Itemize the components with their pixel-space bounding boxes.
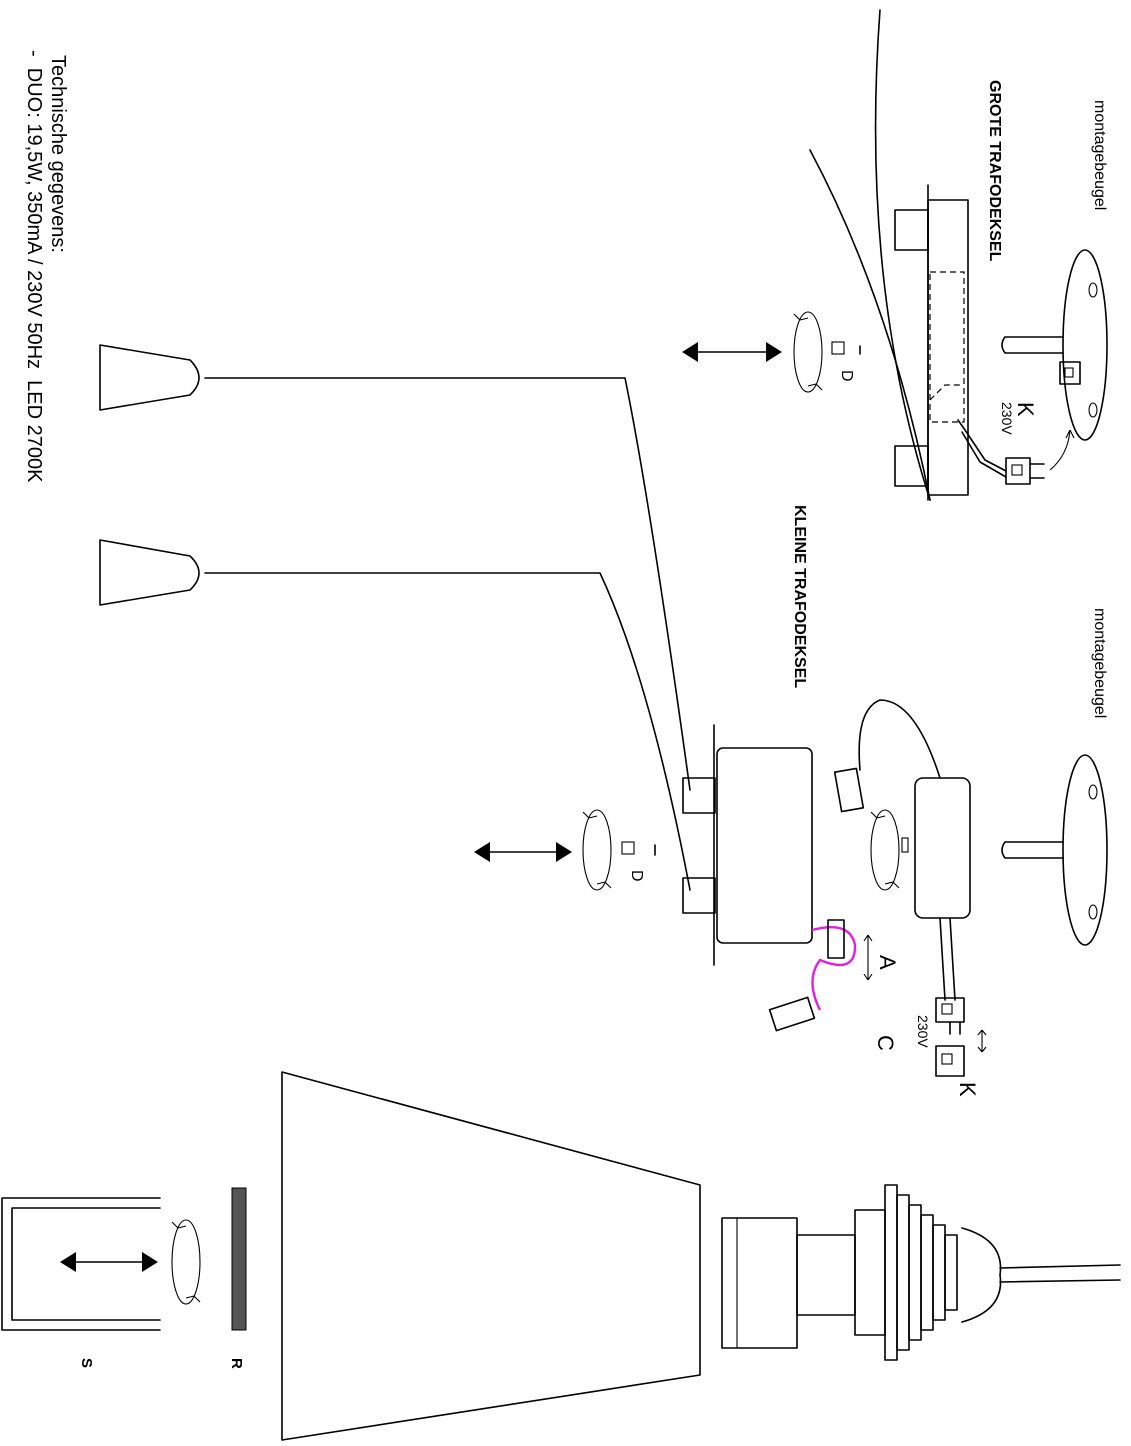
svg-text:KLEINE TRAFODEKSEL: KLEINE TRAFODEKSEL: [791, 505, 808, 688]
connector-top: [957, 419, 1075, 485]
rotation-symbol-top: [682, 311, 861, 393]
label-d-mid: D: [628, 870, 645, 882]
svg-text:Technische gegevens:: Technische gegevens:: [47, 55, 69, 253]
svg-text:D: D: [838, 370, 855, 382]
specs-heading: Technische gegevens:: [47, 55, 69, 253]
shade-holder: [1, 1197, 201, 1331]
mounting-bracket-top: [1001, 249, 1108, 441]
svg-text:montagebeugel: montagebeugel: [1091, 608, 1108, 718]
svg-text:S: S: [78, 1358, 95, 1368]
label-k-mid: K: [955, 1082, 980, 1097]
label-grote-trafodeksel: GROTE TRAFODEKSEL: [986, 80, 1003, 262]
lamp-arm-1: [99, 344, 691, 791]
small-transformer-cover: [682, 724, 873, 1032]
svg-text:230V: 230V: [999, 402, 1015, 435]
svg-text:GROTE TRAFODEKSEL: GROTE TRAFODEKSEL: [986, 80, 1003, 262]
label-kleine-trafodeksel: KLEINE TRAFODEKSEL: [791, 505, 808, 688]
led-driver: [833, 699, 987, 1077]
mounting-bracket-mid: [1001, 754, 1108, 946]
lamp-shade: [281, 1071, 701, 1441]
svg-text:montagebeugel: montagebeugel: [1091, 100, 1108, 210]
lamp-head-detail: [721, 1184, 1121, 1361]
label-s: S: [78, 1358, 95, 1368]
svg-text:D: D: [628, 870, 645, 882]
lamp-arm-2: [99, 539, 691, 891]
svg-text:230V: 230V: [915, 1015, 931, 1048]
label-montagebeugel-mid: montagebeugel: [1091, 608, 1108, 718]
label-r: R: [228, 1358, 245, 1369]
svg-text:A: A: [875, 955, 900, 970]
label-a: A: [875, 955, 900, 970]
large-transformer-cover: [809, 9, 969, 501]
svg-text:R: R: [228, 1358, 245, 1369]
label-montagebeugel-top: montagebeugel: [1091, 100, 1108, 210]
reflector-plate: [231, 1187, 247, 1331]
label-c: C: [873, 1035, 898, 1051]
svg-text:- DUO: 19,5W, 350mA / 230V 50: - DUO: 19,5W, 350mA / 230V 50Hz LED 2700…: [23, 50, 45, 483]
svg-text:C: C: [873, 1035, 898, 1051]
rotation-symbol-mid: [474, 809, 656, 891]
svg-text:K: K: [1013, 402, 1038, 417]
label-k-top: K: [1013, 402, 1038, 417]
svg-text:K: K: [955, 1082, 980, 1097]
label-d-top: D: [838, 370, 855, 382]
specs-line: - DUO: 19,5W, 350mA / 230V 50Hz LED 2700…: [23, 50, 45, 483]
label-230v-mid: 230V: [915, 1015, 931, 1048]
label-230v-top: 230V: [999, 402, 1015, 435]
